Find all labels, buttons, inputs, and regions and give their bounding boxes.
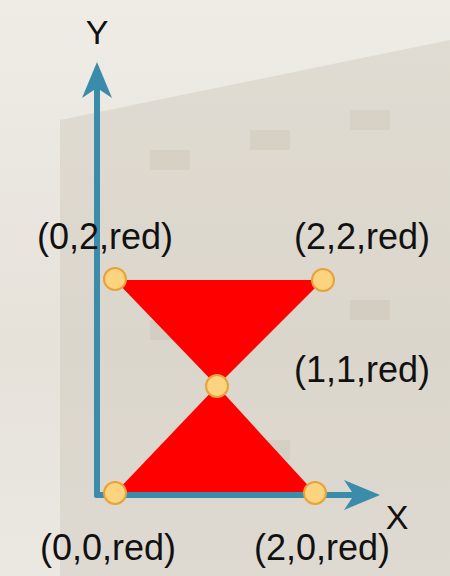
x-arrowhead	[344, 480, 380, 510]
vertex-label: (2,2,red)	[294, 219, 430, 255]
vertex-label: (0,0,red)	[40, 530, 176, 566]
axis-label: Y	[86, 15, 109, 49]
y-arrowhead	[82, 62, 112, 98]
vertex-label: (0,2,red)	[37, 219, 173, 255]
axis-label: X	[386, 500, 409, 534]
background-building	[60, 40, 450, 576]
bottom-triangle	[115, 386, 315, 493]
top-triangle	[115, 280, 323, 386]
vertex-label: (1,1,red)	[294, 352, 430, 388]
vertex-label: (2,0,red)	[254, 530, 390, 566]
axes	[97, 72, 368, 495]
